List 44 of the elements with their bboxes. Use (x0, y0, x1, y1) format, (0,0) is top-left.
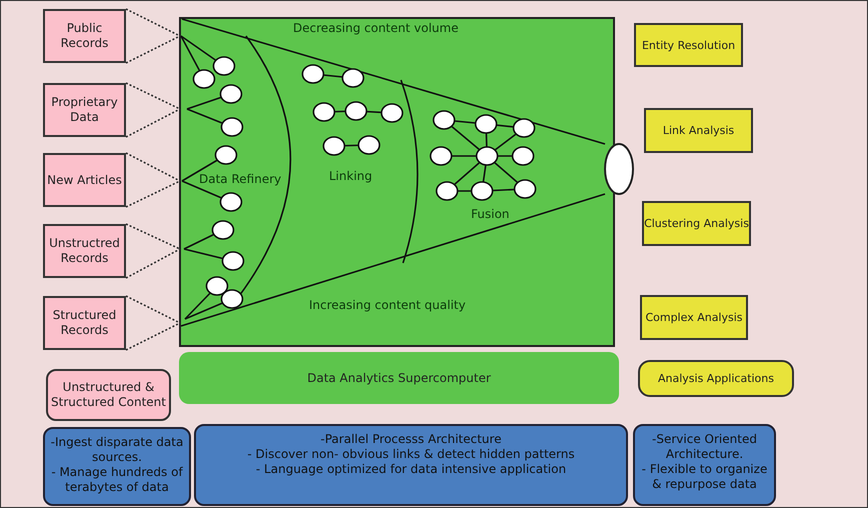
description-box (633, 424, 776, 506)
description-box (194, 424, 628, 506)
stage-label: Linking (329, 169, 372, 183)
box-text: New Articles (47, 172, 122, 188)
output-ellipse (603, 142, 635, 196)
box-text: Analysis Applications (658, 371, 774, 386)
source-box (43, 83, 126, 137)
connector-line (125, 152, 181, 208)
funnel-caption: Decreasing content volume (293, 21, 458, 36)
analysis-box (644, 108, 753, 153)
box-text: - Manage hundreds of terabytes of data (50, 465, 184, 495)
analysis-box (640, 295, 748, 340)
box-text: Clustering Analysis (644, 216, 749, 231)
source-box (43, 9, 126, 63)
source-box (43, 153, 126, 207)
description-box (43, 427, 191, 506)
source-box (43, 224, 126, 278)
connector-line (125, 223, 181, 279)
box-text: Entity Resolution (642, 38, 736, 52)
box-text: Proprietary Data (50, 95, 119, 125)
box-text: - Discover non- obvious links & detect hidden patterns (246, 447, 576, 462)
box-text: -Service Oriented Architecture. (651, 432, 758, 462)
source-box (43, 296, 126, 350)
box-text: - Language optimized for data intensive application (254, 462, 568, 477)
box-text: -Ingest disparate data sources. (50, 435, 184, 465)
box-text: Unstructred Records (48, 236, 121, 266)
applications-box (638, 360, 794, 397)
stage-label: Data Refinery (199, 172, 282, 186)
box-text: Structured Records (52, 308, 118, 338)
box-text: Complex Analysis (645, 310, 743, 325)
box-text: - Flexible to organize & repurpose data (640, 462, 768, 492)
analysis-box (642, 201, 751, 246)
content-box (46, 369, 171, 421)
stage-label: Fusion (471, 207, 510, 221)
connector-line (125, 82, 181, 138)
box-text: Link Analysis (662, 123, 734, 138)
connector-line (125, 295, 181, 351)
analysis-box (634, 23, 743, 67)
box-text: Unstructured & Structured Content (50, 380, 167, 410)
box-text: -Parallel Processs Architecture (320, 432, 502, 447)
box-text: Public Records (60, 21, 110, 51)
box-text: Data Analytics Supercomputer (307, 370, 491, 386)
funnel-caption: Increasing content quality (309, 298, 466, 313)
supercomputer-bar (179, 352, 619, 404)
